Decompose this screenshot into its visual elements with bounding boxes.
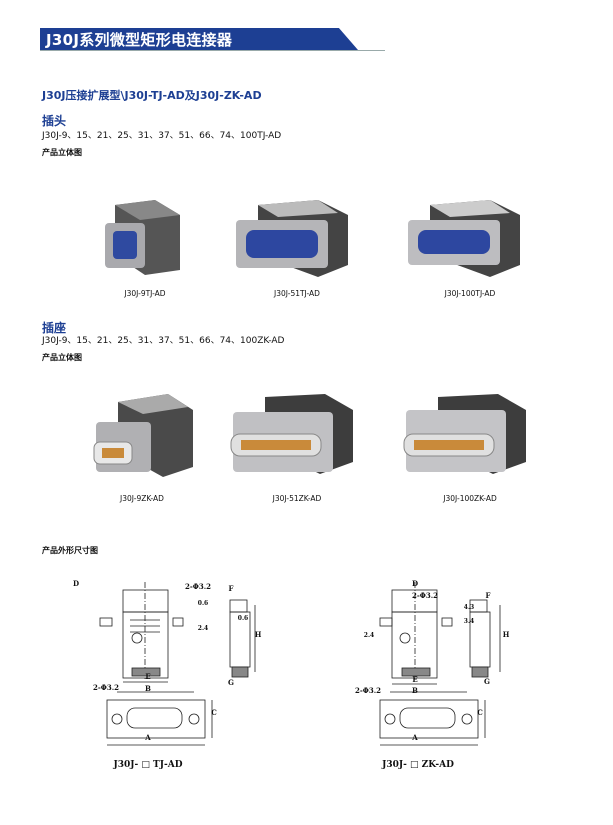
plug-figure-caption: 产品立体图 [42, 148, 82, 157]
product-label: J30J-51TJ-AD [274, 289, 320, 298]
dim-a: A [145, 733, 151, 742]
title-rule [40, 50, 385, 51]
product-label: J30J-9TJ-AD [124, 289, 166, 298]
product-label: J30J-100TJ-AD [444, 289, 496, 298]
socket-models: J30J-9、15、21、25、31、37、51、66、74、100ZK-AD [42, 336, 285, 346]
drawings-caption: 产品外形尺寸图 [42, 546, 98, 555]
dim-d1: 2.4 [197, 625, 209, 632]
dim-d1: 2.4 [363, 632, 375, 639]
dim-f: F [485, 591, 491, 600]
series-subtitle: J30J压接扩展型\J30J-TJ-AD及J30J-ZK-AD [42, 89, 262, 102]
dim-d2: 3.4 [463, 618, 475, 625]
product-label: J30J-100ZK-AD [443, 494, 497, 503]
product-image-51tj [236, 200, 348, 277]
page-title: J30J系列微型矩形电连接器 [46, 31, 233, 49]
dim-d3: 0.6 [197, 600, 209, 607]
dim-d: D [72, 579, 80, 588]
dim-d3: 4.3 [463, 604, 475, 611]
drawing-title-tj: J30J- □ TJ-AD [113, 760, 183, 770]
dim-hole: 2-Φ3.2 [184, 582, 212, 591]
product-image-100zk [403, 394, 526, 474]
dim-hole: 2-Φ3.2 [411, 591, 439, 600]
dim-h: H [502, 630, 510, 639]
dim-b: B [412, 686, 418, 695]
dim-hole-front: 2-Φ3.2 [92, 683, 120, 692]
dim-c: C [477, 708, 483, 717]
dim-g: G [484, 677, 490, 686]
product-label: J30J-9ZK-AD [120, 494, 164, 503]
dimension-drawing-zk [379, 582, 501, 746]
dim-h: H [254, 630, 262, 639]
dim-f: F [228, 584, 234, 593]
plug-models: J30J-9、15、21、25、31、37、51、66、74、100TJ-AD [42, 131, 282, 141]
product-image-9tj [105, 200, 180, 275]
product-image-100tj [408, 200, 520, 277]
dim-c: C [211, 708, 217, 717]
dim-hole-front: 2-Φ3.2 [354, 686, 382, 695]
dim-a: A [412, 733, 418, 742]
product-image-51zk [230, 394, 353, 474]
dim-d: D [411, 579, 419, 588]
dim-e: E [145, 672, 151, 681]
plug-heading: 插头 [42, 114, 67, 128]
socket-figure-caption: 产品立体图 [42, 353, 82, 362]
title-banner [40, 28, 358, 50]
socket-heading: 插座 [42, 321, 67, 335]
product-label: J30J-51ZK-AD [272, 494, 322, 503]
drawing-title-zk: J30J- □ ZK-AD [382, 760, 454, 770]
dimension-drawing-tj [99, 582, 256, 746]
product-image-9zk [93, 394, 193, 477]
dim-d2: 0.6 [237, 615, 249, 622]
dim-e: E [412, 675, 418, 684]
dim-b: B [145, 684, 151, 693]
dim-g: G [228, 678, 234, 687]
